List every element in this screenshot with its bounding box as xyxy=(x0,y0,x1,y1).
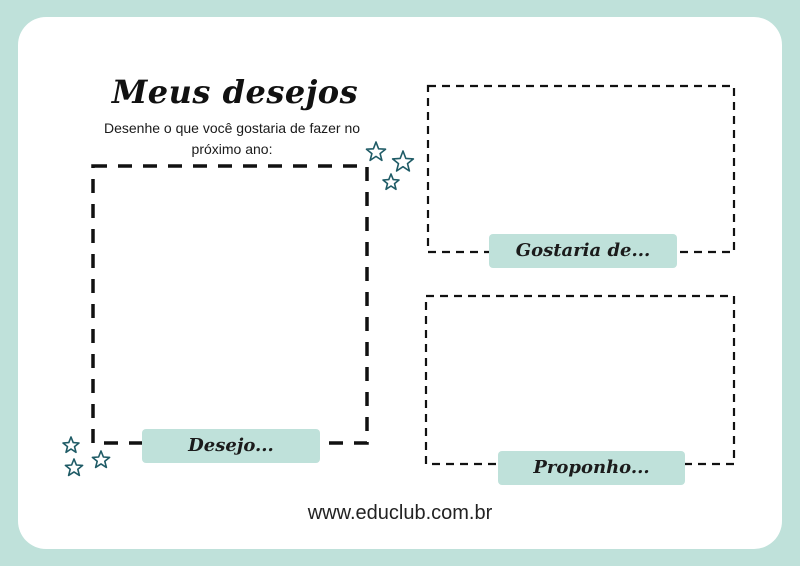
label-proponho: Proponho... xyxy=(498,451,685,485)
drawing-box-desejo xyxy=(90,163,372,448)
star-outline-icon xyxy=(64,458,84,477)
drawing-box-gostaria xyxy=(426,84,738,256)
star-outline-icon xyxy=(365,141,387,162)
star-outline-icon xyxy=(91,450,111,469)
label-desejo-text: Desejo... xyxy=(188,435,274,456)
label-proponho-text: Proponho... xyxy=(533,457,650,478)
page-title: Meus desejos xyxy=(111,73,359,111)
star-outline-icon xyxy=(365,141,415,191)
footer-url: www.educlub.com.br xyxy=(307,502,493,524)
drawing-box-desejo-border xyxy=(91,164,369,445)
label-desejo: Desejo... xyxy=(142,429,320,463)
page-subtitle: Desenhe o que você gostaria de fazer no … xyxy=(103,120,361,157)
label-gostaria: Gostaria de... xyxy=(489,234,677,268)
label-gostaria-text: Gostaria de... xyxy=(515,240,651,261)
star-outline-icon xyxy=(382,173,400,191)
star-outline-icon xyxy=(62,436,80,454)
drawing-box-gostaria-border xyxy=(426,84,736,254)
drawing-box-proponho-border xyxy=(424,294,736,466)
drawing-box-proponho xyxy=(424,294,738,468)
star-outline-icon xyxy=(62,436,111,477)
star-outline-icon xyxy=(391,150,415,172)
